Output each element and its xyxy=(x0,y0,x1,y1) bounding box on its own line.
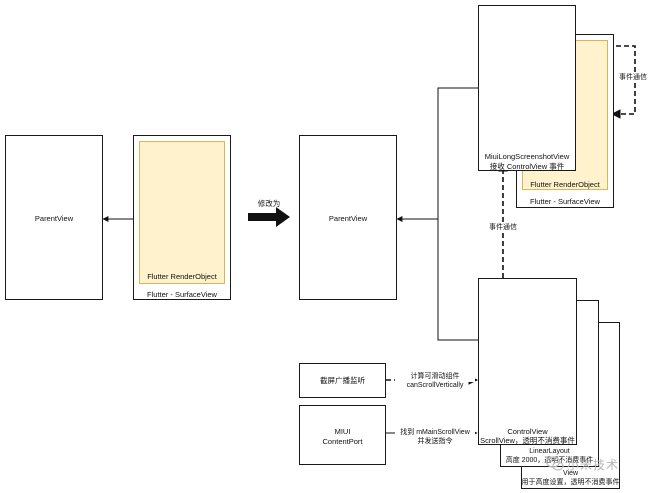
view-box-label-1: View xyxy=(562,470,579,477)
calc-label-2: canScrollVertically xyxy=(406,382,464,389)
left-surface-view-label: Flutter - SurfaceView xyxy=(147,290,217,299)
left-render-object xyxy=(139,141,225,284)
content-port-label-1: MIUI xyxy=(334,427,351,436)
linear-layout-label-2: 高度 2000，透明不消费事件 xyxy=(505,457,594,464)
transform-arrow xyxy=(248,207,290,227)
control-view-label-1: ControlView xyxy=(507,427,548,436)
screenshot-view-label-2: 接收 ControlView 事件 xyxy=(489,162,565,171)
calc-label-1: 计算可滑动组件 xyxy=(395,373,475,382)
screenshot-view xyxy=(478,5,576,171)
content-port-label-2: ContentPort xyxy=(322,437,363,446)
left-parent-view-label: ParentView xyxy=(34,214,74,223)
left-render-object-label: Flutter RenderObject xyxy=(147,272,217,281)
control-view-label-2: ScrollView，透明不消费事件 xyxy=(480,436,575,445)
linear-layout-label-1: LinearLayout xyxy=(529,448,570,455)
event-comm-mid-label: 事件通信 xyxy=(484,224,522,233)
screenshot-listener-box xyxy=(299,363,386,398)
right-parent-view-label: ParentView xyxy=(328,214,368,223)
control-view-box xyxy=(478,278,577,445)
screenshot-view-label-1: MiuiLongScreenshotView xyxy=(484,152,570,161)
right-surface-view-label: Flutter - SurfaceView xyxy=(530,197,600,206)
wechat-watermark-icon xyxy=(546,456,564,471)
view-box-label-2: 用于高度设置，透明不消费事件 xyxy=(521,479,620,486)
content-port-box xyxy=(299,405,386,465)
left-parent-view xyxy=(5,135,103,300)
transform-label: 修改为 xyxy=(257,199,281,208)
right-render-object-label: Flutter RenderObject xyxy=(530,180,600,189)
find-label-1: 找到 mMainScrollView xyxy=(395,429,475,438)
tree-branch xyxy=(437,87,478,341)
watermark-text: 小米技术 xyxy=(567,458,620,472)
event-comm-top-label: 事件通信 xyxy=(616,74,650,83)
right-parent-view xyxy=(299,135,397,300)
screenshot-listener-label: 截屏广播监听 xyxy=(320,376,365,385)
find-label-2: 并发送指令 xyxy=(417,438,453,445)
